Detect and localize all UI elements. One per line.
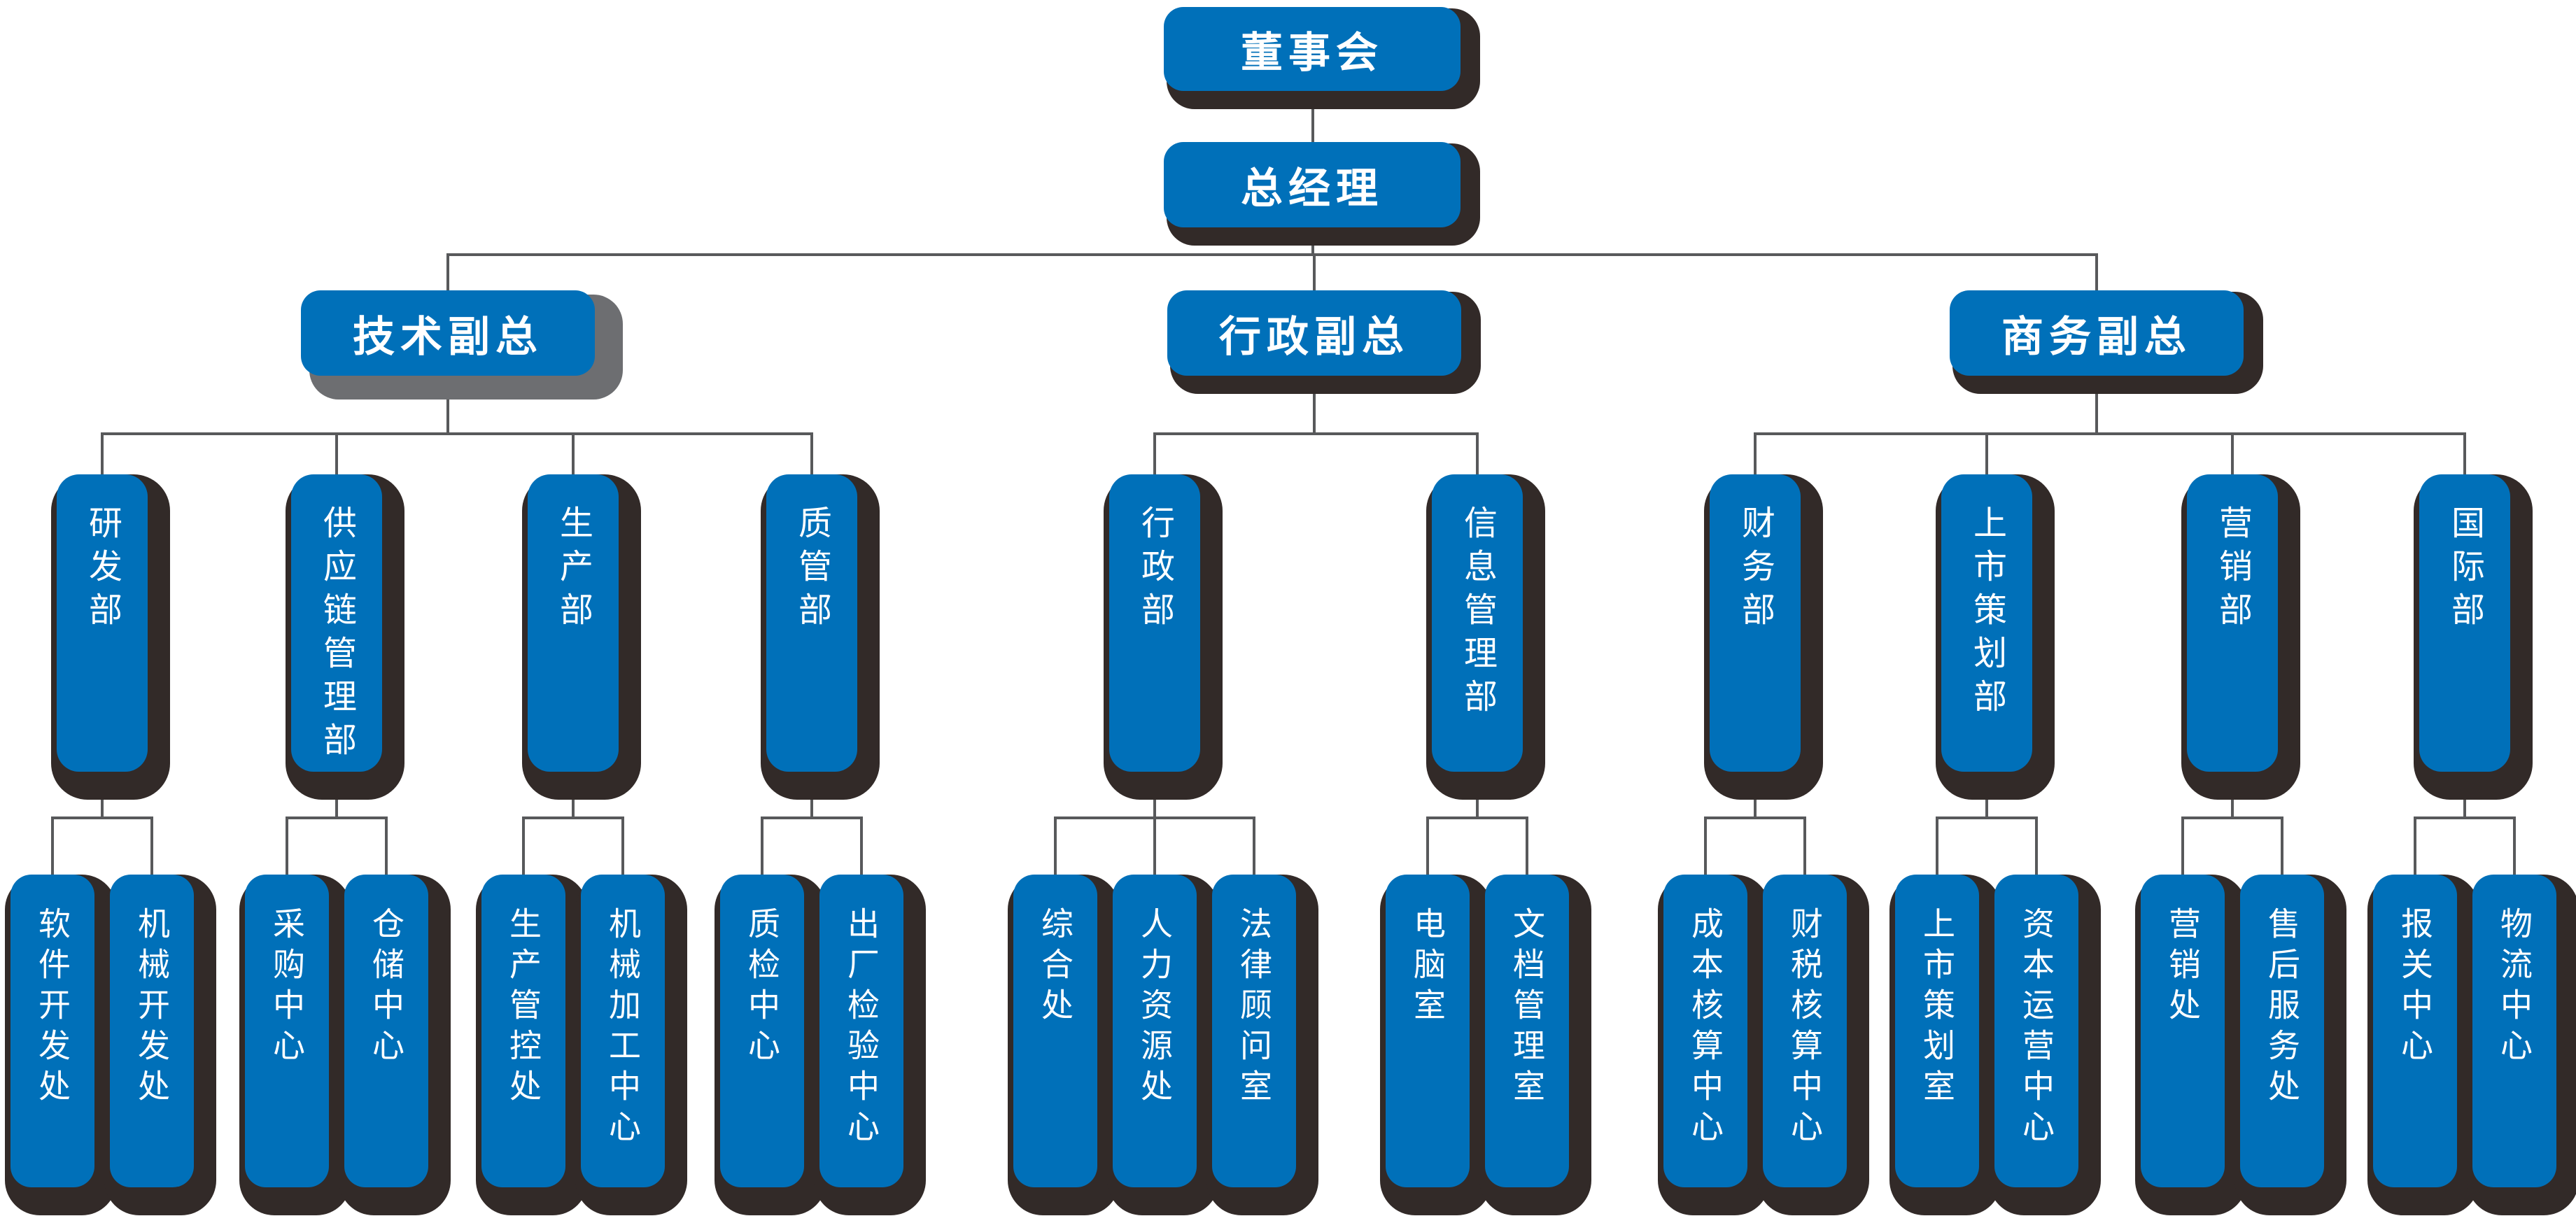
node-dept-supply-chain: 供应链管理部	[291, 474, 382, 772]
node-unit-machining-center-label: 机械加工中心	[604, 907, 642, 1150]
node-unit-ipo-planning-office: 上市策划室	[1895, 875, 1979, 1187]
node-dept-finance-label: 财务部	[1736, 505, 1775, 635]
node-dept-international-label: 国际部	[2445, 505, 2484, 635]
node-dept-information-label: 信息管理部	[1458, 505, 1497, 722]
connector-dept-international	[2414, 770, 2516, 876]
node-dept-rnd: 研发部	[57, 474, 148, 772]
node-unit-mechanical-dev-label: 机械开发处	[133, 907, 171, 1110]
node-unit-ipo-planning-office-label: 上市策划室	[1918, 907, 1956, 1110]
node-unit-legal-counsel-label: 法律顾问室	[1235, 907, 1273, 1110]
connector-vp-commerce	[1754, 374, 2466, 476]
node-unit-computer-room-label: 电脑室	[1409, 907, 1447, 1028]
node-vp-administration: 行政副总	[1167, 290, 1461, 376]
node-unit-production-control: 生产管控处	[481, 875, 565, 1187]
connector-dept-ipo-planning	[1936, 770, 2038, 876]
node-dept-production: 生产部	[528, 474, 619, 772]
connector-dept-supply-chain	[286, 770, 388, 876]
node-board-label: 董事会	[1241, 28, 1384, 78]
node-unit-customs-center: 报关中心	[2373, 875, 2457, 1187]
node-unit-legal-counsel: 法律顾问室	[1212, 875, 1296, 1187]
connector-gm-vps	[446, 226, 2098, 292]
node-unit-marketing-office: 营销处	[2141, 875, 2225, 1187]
node-dept-administration-label: 行政部	[1135, 505, 1174, 635]
node-unit-document-management-label: 文档管理室	[1508, 907, 1546, 1110]
node-unit-capital-operation-label: 资本运营中心	[2018, 907, 2055, 1150]
node-unit-document-management: 文档管理室	[1485, 875, 1569, 1187]
node-unit-after-sales: 售后服务处	[2240, 875, 2324, 1187]
node-unit-logistics-center-label: 物流中心	[2496, 907, 2533, 1069]
node-unit-marketing-office-label: 营销处	[2164, 907, 2202, 1028]
node-general-manager-label: 总经理	[1241, 164, 1384, 213]
connector-dept-rnd	[51, 770, 153, 876]
node-dept-quality: 质管部	[766, 474, 857, 772]
node-unit-procurement-center-label: 采购中心	[268, 907, 306, 1069]
node-dept-administration: 行政部	[1109, 474, 1200, 772]
node-unit-mechanical-dev: 机械开发处	[110, 875, 194, 1187]
node-vp-technology-label: 技术副总	[353, 312, 543, 362]
node-unit-logistics-center: 物流中心	[2472, 875, 2556, 1187]
node-unit-machining-center: 机械加工中心	[581, 875, 665, 1187]
node-board: 董事会	[1164, 7, 1461, 91]
node-unit-computer-room: 电脑室	[1386, 875, 1470, 1187]
node-unit-human-resources: 人力资源处	[1113, 875, 1197, 1187]
node-unit-procurement-center: 采购中心	[245, 875, 329, 1187]
node-dept-international: 国际部	[2419, 474, 2510, 772]
node-dept-information: 信息管理部	[1432, 474, 1523, 772]
node-unit-production-control-label: 生产管控处	[505, 907, 542, 1110]
node-unit-general-affairs: 综合处	[1013, 875, 1097, 1187]
connector-dept-marketing	[2181, 770, 2283, 876]
connector-dept-administration	[1054, 770, 1255, 876]
node-unit-software-dev-label: 软件开发处	[34, 907, 71, 1110]
connector-vp-technology	[101, 374, 813, 476]
node-dept-ipo-planning-label: 上市策划部	[1967, 505, 2006, 722]
node-vp-commerce-label: 商务副总	[2001, 312, 2192, 362]
node-unit-warehousing-center: 仓储中心	[344, 875, 428, 1187]
node-unit-cost-accounting-label: 成本核算中心	[1687, 907, 1724, 1150]
node-unit-factory-inspection-center: 出厂检验中心	[819, 875, 903, 1187]
node-unit-cost-accounting: 成本核算中心	[1663, 875, 1747, 1187]
node-unit-after-sales-label: 售后服务处	[2263, 907, 2301, 1110]
node-dept-production-label: 生产部	[554, 505, 593, 635]
connector-vp-administration	[1153, 374, 1479, 476]
node-unit-software-dev: 软件开发处	[10, 875, 94, 1187]
connector-dept-production	[522, 770, 624, 876]
node-unit-quality-inspection-center: 质检中心	[720, 875, 804, 1187]
node-vp-commerce: 商务副总	[1950, 290, 2244, 376]
node-dept-marketing-label: 营销部	[2213, 505, 2252, 635]
node-vp-technology: 技术副总	[301, 290, 595, 376]
node-unit-quality-inspection-center-label: 质检中心	[743, 907, 781, 1069]
node-unit-capital-operation: 资本运营中心	[1994, 875, 2078, 1187]
node-dept-quality-label: 质管部	[792, 505, 831, 635]
node-dept-finance: 财务部	[1710, 474, 1801, 772]
node-vp-administration-label: 行政副总	[1219, 312, 1409, 362]
node-unit-factory-inspection-center-label: 出厂检验中心	[843, 907, 880, 1150]
node-dept-marketing: 营销部	[2187, 474, 2278, 772]
node-general-manager: 总经理	[1164, 142, 1461, 227]
node-unit-tax-accounting: 财税核算中心	[1763, 875, 1847, 1187]
node-unit-general-affairs-label: 综合处	[1036, 907, 1074, 1028]
node-unit-tax-accounting-label: 财税核算中心	[1786, 907, 1824, 1150]
node-dept-rnd-label: 研发部	[83, 505, 122, 635]
node-unit-human-resources-label: 人力资源处	[1136, 907, 1174, 1110]
connector-dept-finance	[1704, 770, 1806, 876]
node-dept-ipo-planning: 上市策划部	[1941, 474, 2032, 772]
connector-dept-information	[1426, 770, 1528, 876]
node-dept-supply-chain-label: 供应链管理部	[317, 505, 356, 765]
node-unit-customs-center-label: 报关中心	[2396, 907, 2434, 1069]
connector-dept-quality	[761, 770, 863, 876]
node-unit-warehousing-center-label: 仓储中心	[367, 907, 405, 1069]
